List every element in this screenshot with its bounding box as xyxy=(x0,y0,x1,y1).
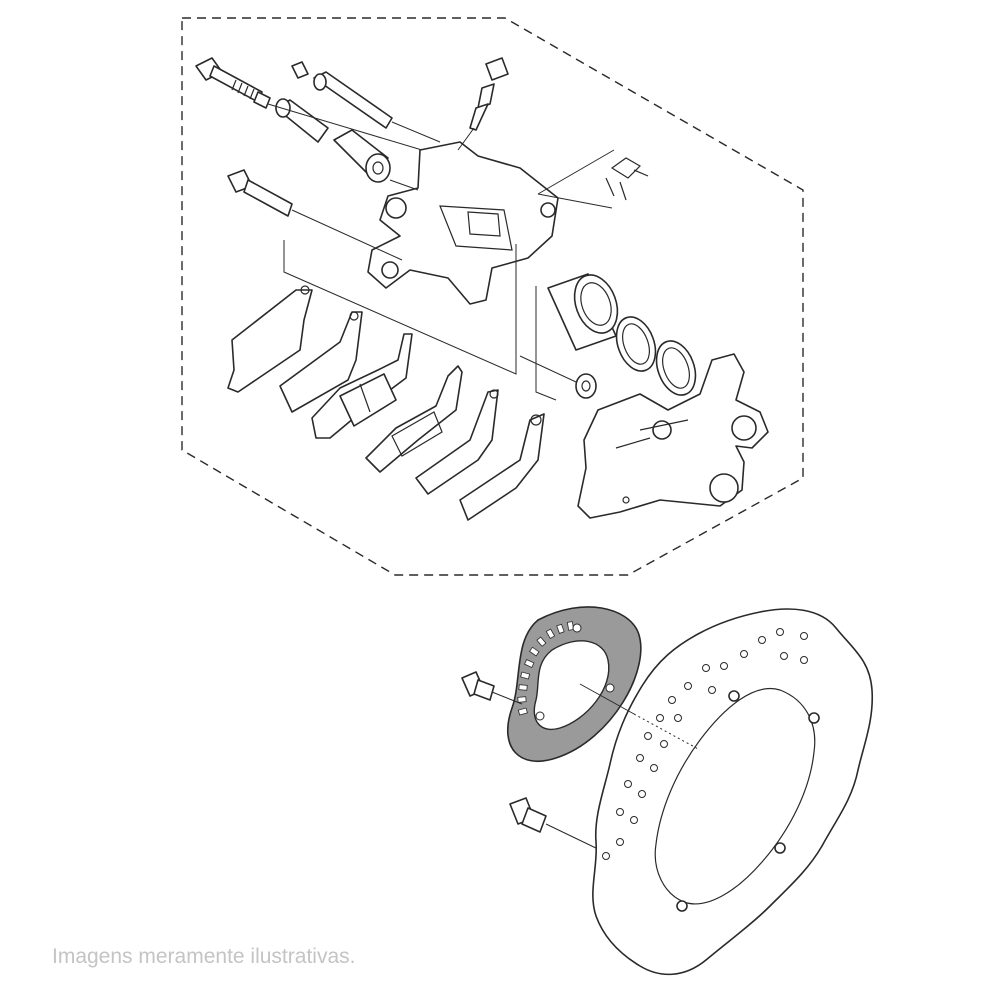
pad-group-bracket xyxy=(283,240,557,401)
brake-pad-right xyxy=(365,365,463,473)
caliper-piston xyxy=(547,273,619,351)
slide-pin-bolt-lower xyxy=(227,169,293,217)
tone-ring-bolt xyxy=(461,671,523,705)
caliper-pin-upper xyxy=(291,61,393,129)
leader-lines-caliper xyxy=(267,103,615,261)
pin-boot xyxy=(333,129,391,183)
disc-holes xyxy=(602,628,808,860)
brake-disc xyxy=(592,608,874,976)
caliper-bracket xyxy=(577,353,769,519)
piston-seal xyxy=(615,316,657,372)
pin-sleeve-lower xyxy=(275,98,329,143)
caliper-assembly-boundary xyxy=(181,17,804,576)
pad-spring-clip xyxy=(605,157,649,201)
abs-tone-ring xyxy=(507,606,642,763)
pad-shim-1 xyxy=(227,285,313,393)
pad-shim-2 xyxy=(279,311,363,413)
brake-pad-left xyxy=(311,333,413,439)
leader-lines-disc xyxy=(579,683,701,751)
bleeder-screw xyxy=(469,57,509,131)
caliper-body xyxy=(367,141,559,305)
pad-shim-3 xyxy=(415,389,499,495)
tone-ring-slots xyxy=(517,621,575,716)
bracket-bushing xyxy=(519,355,597,399)
illustrative-caption: Imagens meramente ilustrativas. xyxy=(52,945,356,968)
pad-shim-4 xyxy=(459,413,545,521)
slide-pin-bolt-upper xyxy=(195,57,271,109)
dust-seal xyxy=(655,340,697,396)
